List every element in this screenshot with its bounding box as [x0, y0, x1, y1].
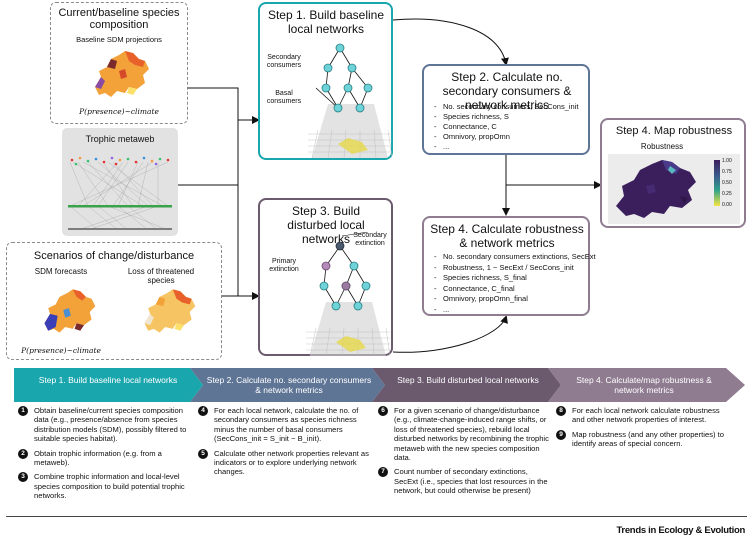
step4-metric: Omnivory, propOmn_final: [434, 294, 596, 305]
step3-secondary-label: Secondary extinction: [353, 232, 387, 247]
threatened-loss-map: [144, 289, 196, 333]
loss-threatened-label: Loss of threatened species: [127, 267, 195, 285]
item-text: Count number of secondary extinctions, S…: [394, 467, 548, 496]
step2-metric: No. secondary consumers, SecCons_init: [434, 102, 578, 112]
numbered-item: 7 Count number of secondary extinctions, …: [378, 467, 550, 495]
robustness-legend-bar: [714, 160, 720, 206]
step2-metric: Connectance, C: [434, 122, 578, 132]
baseline-formula: P(presence)~climate: [79, 107, 159, 116]
item-number: 8: [556, 406, 566, 416]
step1-basal-label: Basal consumers: [266, 90, 302, 105]
scenarios-title: Scenarios of change/disturbance: [33, 250, 195, 262]
item-text: Map robustness (and any other properties…: [572, 429, 724, 449]
step2-metric: Omnivory, propOmn: [434, 132, 578, 142]
numbered-item: 2 Obtain trophic information (e.g. from a…: [18, 448, 190, 468]
legend-tick: 1.00: [722, 158, 732, 164]
step2-metric-list: No. secondary consumers, SecCons_init Sp…: [434, 102, 578, 152]
sdm-forecast-map: [44, 289, 96, 333]
item-number: 2: [18, 448, 28, 459]
numbered-item: 4 For each local network, calculate the n…: [198, 406, 370, 444]
step3-box: Step 3. Build disturbed local networks P…: [258, 198, 393, 356]
item-number: 9: [556, 429, 566, 440]
item-number: 7: [378, 467, 388, 478]
baseline-title: Current/baseline species composition: [58, 7, 180, 31]
step2-metric: ...: [434, 142, 578, 152]
legend-tick: 0.00: [722, 202, 732, 208]
numbered-item: 9 Map robustness (and any other propertie…: [556, 429, 728, 449]
chevron-step1-label: Step 1. Build baseline local networks: [38, 375, 178, 385]
step4-calc-title: Step 4. Calculate robustness & network m…: [430, 222, 584, 250]
step1-secondary-label: Secondary consumers: [266, 54, 302, 69]
step4-map-box: Step 4. Map robustness Robustness: [600, 118, 746, 228]
baseline-composition-panel: Current/baseline species composition Bas…: [50, 2, 188, 124]
robustness-map-panel: 1.00 0.75 0.50 0.25 0.00: [608, 154, 740, 224]
item-number: 5: [198, 448, 208, 459]
bottom-column-1: 1 Obtain baseline/current species composi…: [18, 406, 190, 506]
step2-box: Step 2. Calculate no. secondary consumer…: [422, 64, 590, 155]
legend-tick: 0.75: [722, 169, 732, 175]
item-number: 1: [18, 406, 28, 416]
numbered-item: 8 For each local network calculate robust…: [556, 406, 728, 425]
scenarios-panel: Scenarios of change/disturbance SDM fore…: [6, 242, 222, 360]
sdm-forecasts-label: SDM forecasts: [34, 267, 88, 276]
numbered-item: 3 Combine trophic information and local-l…: [18, 472, 190, 500]
step4-calc-box: Step 4. Calculate robustness & network m…: [422, 216, 596, 316]
item-text: For each local network calculate robustn…: [572, 406, 720, 425]
journal-name: Trends in Ecology & Evolution: [616, 525, 745, 536]
item-text: Combine trophic information and local-le…: [34, 472, 185, 501]
step4-map-title: Step 4. Map robustness: [615, 125, 733, 137]
step4-metric: Species richness, S_final: [434, 273, 596, 284]
step1-title: Step 1. Build baseline local networks: [267, 8, 385, 36]
step4-metric: ...: [434, 305, 596, 316]
step1-network-graphic: [308, 43, 392, 158]
item-number: 3: [18, 472, 28, 483]
robustness-map-title: Robustness: [640, 142, 684, 151]
item-text: Calculate other network properties relev…: [214, 448, 369, 477]
trophic-metaweb-panel: Trophic metaweb: [62, 128, 178, 236]
chevron-step2-label: Step 2. Calculate no. secondary consumer…: [206, 375, 372, 395]
chevron-step3-label: Step 3. Build disturbed local networks: [397, 375, 539, 385]
item-text: Obtain trophic information (e.g. from a …: [34, 448, 162, 468]
bottom-column-4: 8 For each local network calculate robust…: [556, 406, 728, 454]
item-text: For a given scenario of change/disturban…: [394, 406, 549, 463]
step3-primary-label: Primary extinction: [269, 258, 299, 273]
legend-tick: 0.25: [722, 191, 732, 197]
scenario-formula: P(presence)~climate: [21, 346, 101, 355]
item-text: Obtain baseline/current species composit…: [34, 406, 187, 444]
metaweb-title: Trophic metaweb: [85, 134, 155, 144]
chevron-step4-label: Step 4. Calculate/map robustness & netwo…: [576, 375, 712, 395]
bottom-column-3: 6 For a given scenario of change/disturba…: [378, 406, 550, 501]
bottom-column-2: 4 For each local network, calculate the n…: [198, 406, 370, 482]
baseline-europe-map: [95, 51, 149, 97]
step4-metric: Robustness, 1 − SecExt / SecCons_init: [434, 263, 596, 274]
item-number: 4: [198, 406, 208, 416]
item-text: For each local network, calculate the no…: [214, 406, 359, 444]
metaweb-graphic: [68, 156, 172, 231]
step1-box: Step 1. Build baseline local networks Se…: [258, 2, 393, 160]
numbered-item: 6 For a given scenario of change/disturba…: [378, 406, 550, 462]
bottom-divider: [6, 516, 747, 517]
numbered-item: 5 Calculate other network properties rele…: [198, 448, 370, 477]
chevron-band: [14, 368, 745, 402]
step2-metric: Species richness, S: [434, 112, 578, 122]
step3-network-graphic: [306, 232, 390, 356]
numbered-item: 1 Obtain baseline/current species composi…: [18, 406, 190, 444]
legend-tick: 0.50: [722, 180, 732, 186]
step4-metric: No. secondary consumers extinctions, Sec…: [434, 252, 596, 263]
baseline-sdm-label: Baseline SDM projections: [76, 35, 162, 44]
robustness-europe-map: [616, 160, 696, 218]
step4-metric: Connectance, C_final: [434, 284, 596, 295]
step4-metric-list: No. secondary consumers extinctions, Sec…: [434, 252, 596, 315]
item-number: 6: [378, 406, 388, 416]
